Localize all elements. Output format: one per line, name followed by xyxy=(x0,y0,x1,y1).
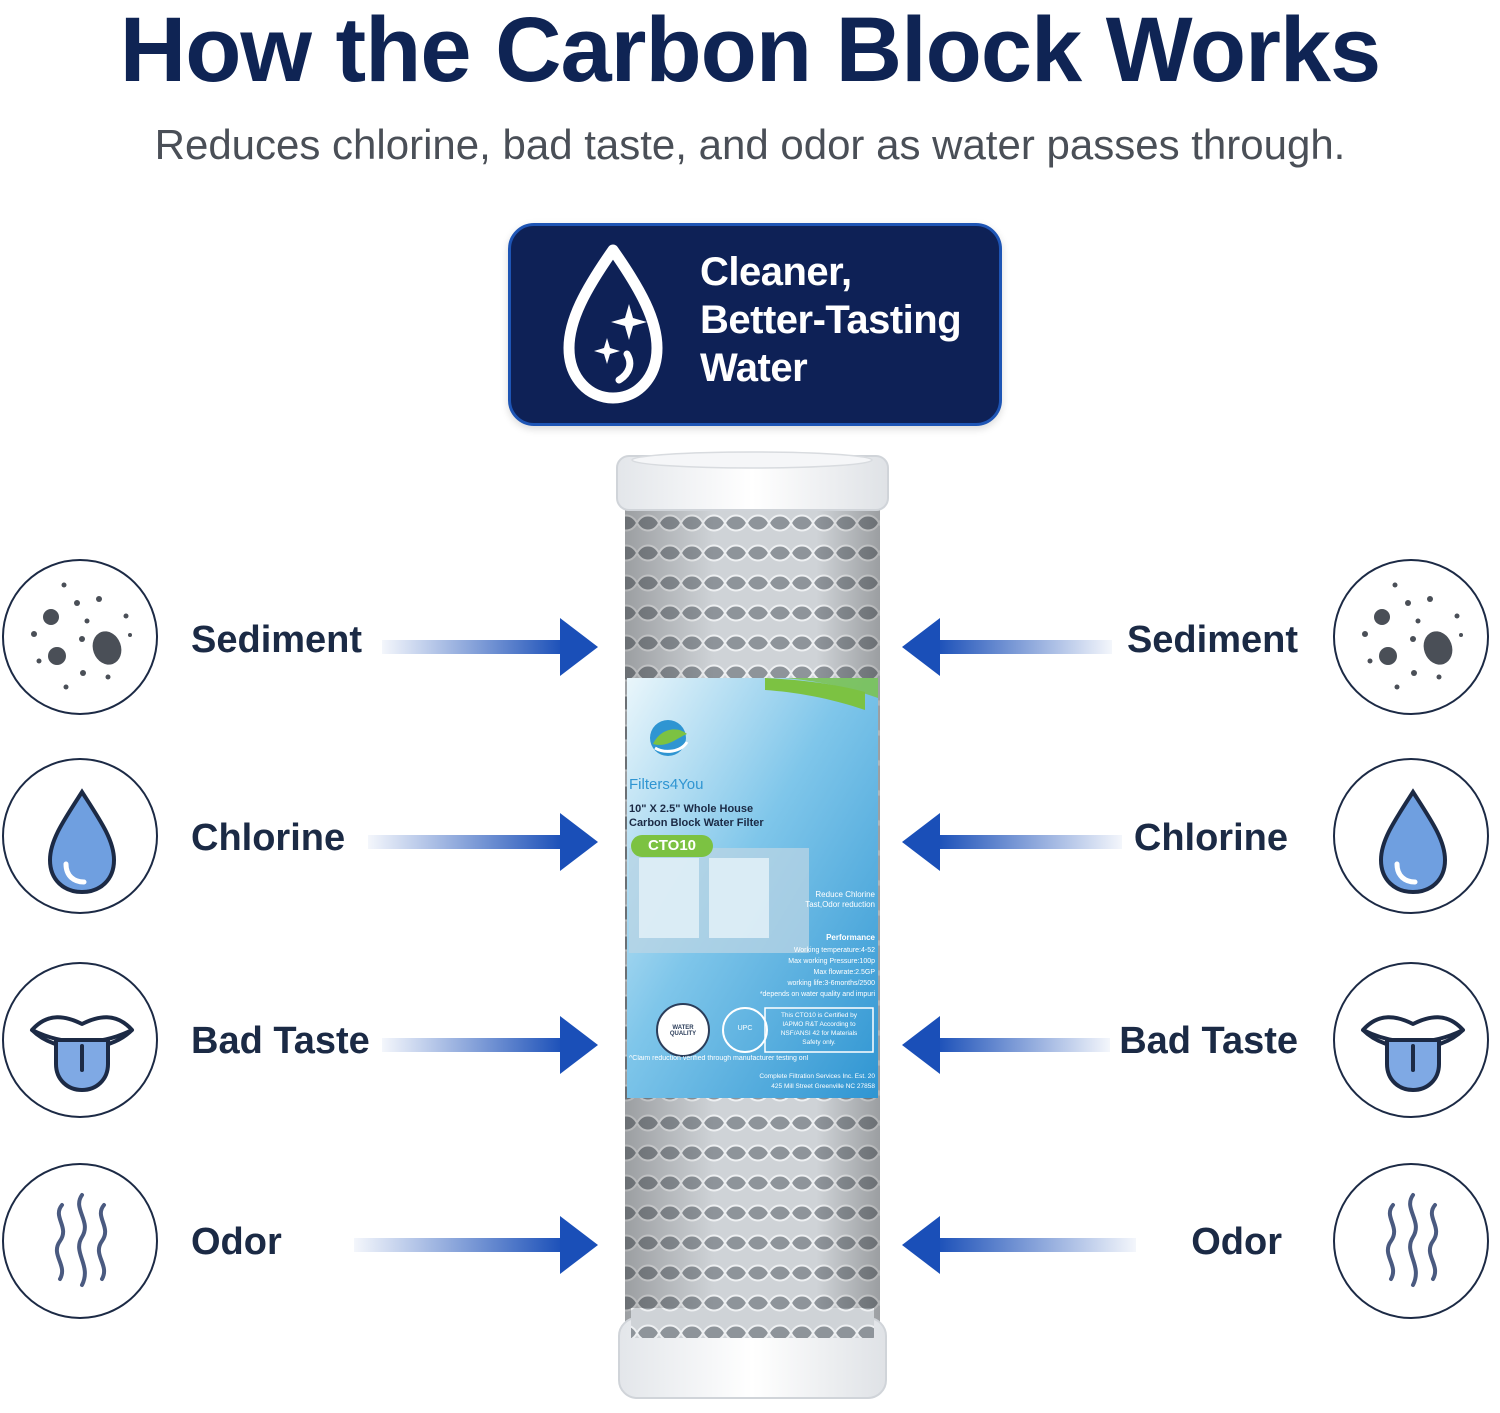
right-label-odor: Odor xyxy=(1191,1221,1282,1263)
badge-line-2: Better-Tasting xyxy=(700,298,962,342)
bad-taste-icon-circle-left xyxy=(2,962,158,1118)
tongue-icon xyxy=(30,1015,134,1092)
arrow-right-sediment xyxy=(902,618,1112,676)
arrow-right-chlorine xyxy=(902,813,1122,871)
upc-mark: UPC xyxy=(737,1025,753,1032)
company-line-1: Complete Filtration Services Inc. Est. 2… xyxy=(759,1073,875,1080)
carbon-block-filter: Filters4You 10" X 2.5" Whole House Carbo… xyxy=(615,448,890,1408)
arrow-right-odor xyxy=(902,1216,1136,1274)
performance-title: Performance xyxy=(826,933,875,942)
arrow-left-odor xyxy=(354,1216,598,1274)
cert-line-1: This CTO10 is Certified by xyxy=(780,1012,858,1019)
claim-line-2: Tast,Odor reduction xyxy=(805,900,875,909)
filter-cartridge-illustration xyxy=(616,451,889,1399)
left-label-sediment: Sediment xyxy=(191,619,363,661)
spec-2: Max working Pressure:100p xyxy=(788,958,875,965)
brand-name: Filters4You xyxy=(629,776,704,793)
company-line-2: 425 Mill Street Greenville NC 27858 xyxy=(771,1083,875,1090)
benefit-badge xyxy=(508,223,1002,426)
arrow-left-chlorine xyxy=(368,813,598,871)
certification-text: This CTO10 is Certified by IAPMO R&T Acc… xyxy=(767,1011,871,1047)
odor-icon-circle-right xyxy=(1333,1163,1489,1319)
chlorine-icon-circle-right xyxy=(1333,758,1489,914)
product-line-2: Carbon Block Water Filter xyxy=(629,817,764,829)
chlorine-icon-circle-left xyxy=(2,758,158,914)
product-line-1: 10" X 2.5" Whole House xyxy=(629,803,754,815)
water-drop-sparkle-icon xyxy=(563,244,663,404)
arrow-right-bad-taste xyxy=(902,1016,1110,1074)
right-label-chlorine: Chlorine xyxy=(1133,817,1288,859)
page-subtitle: Reduces chlorine, bad taste, and odor as… xyxy=(154,121,1346,168)
spec-5: *depends on water quality and impuri xyxy=(759,991,875,998)
water-drop-icon xyxy=(47,788,117,895)
left-label-chlorine: Chlorine xyxy=(191,817,346,859)
spec-1: Working temperature:4-52 xyxy=(793,947,875,954)
left-label-bad-taste: Bad Taste xyxy=(191,1020,370,1062)
tongue-icon xyxy=(1361,1015,1465,1092)
sediment-particles-icon xyxy=(1362,582,1463,690)
badge-text: Cleaner, Better-Tasting Water xyxy=(700,248,990,392)
cert-line-3: NSF/ANSI 42 for Materials xyxy=(780,1030,858,1037)
badge-line-3: Water xyxy=(700,346,808,390)
cert-line-4: Safety only. xyxy=(802,1039,836,1046)
model-number: CTO10 xyxy=(647,837,697,854)
spec-4: working life:3-6months/2500 xyxy=(787,980,875,987)
claim-line-1: Reduce Chlorine xyxy=(815,890,875,899)
odor-waves-icon xyxy=(1385,1193,1439,1287)
left-label-odor: Odor xyxy=(191,1221,282,1263)
sediment-particles-icon xyxy=(31,582,132,690)
water-drop-icon xyxy=(1378,788,1448,895)
right-label-sediment: Sediment xyxy=(1126,619,1298,661)
sediment-icon-circle-left xyxy=(2,559,158,715)
odor-waves-icon xyxy=(54,1193,108,1287)
page-title: How the Carbon Block Works xyxy=(119,0,1381,101)
cert-line-2: IAPMO R&T According to xyxy=(782,1021,856,1028)
sediment-icon-circle-right xyxy=(1333,559,1489,715)
claim-footnote: ^Claim reduction verified through manufa… xyxy=(629,1055,809,1062)
bad-taste-icon-circle-right xyxy=(1333,962,1489,1118)
spec-3: Max flowrate:2.5GP xyxy=(813,969,875,976)
arrow-left-bad-taste xyxy=(382,1016,598,1074)
badge-line-1: Cleaner, xyxy=(700,250,852,294)
odor-icon-circle-left xyxy=(2,1163,158,1319)
water-quality-seal: WATER QUALITY xyxy=(669,1025,697,1037)
arrow-left-sediment xyxy=(382,618,598,676)
right-label-bad-taste: Bad Taste xyxy=(1119,1020,1298,1062)
